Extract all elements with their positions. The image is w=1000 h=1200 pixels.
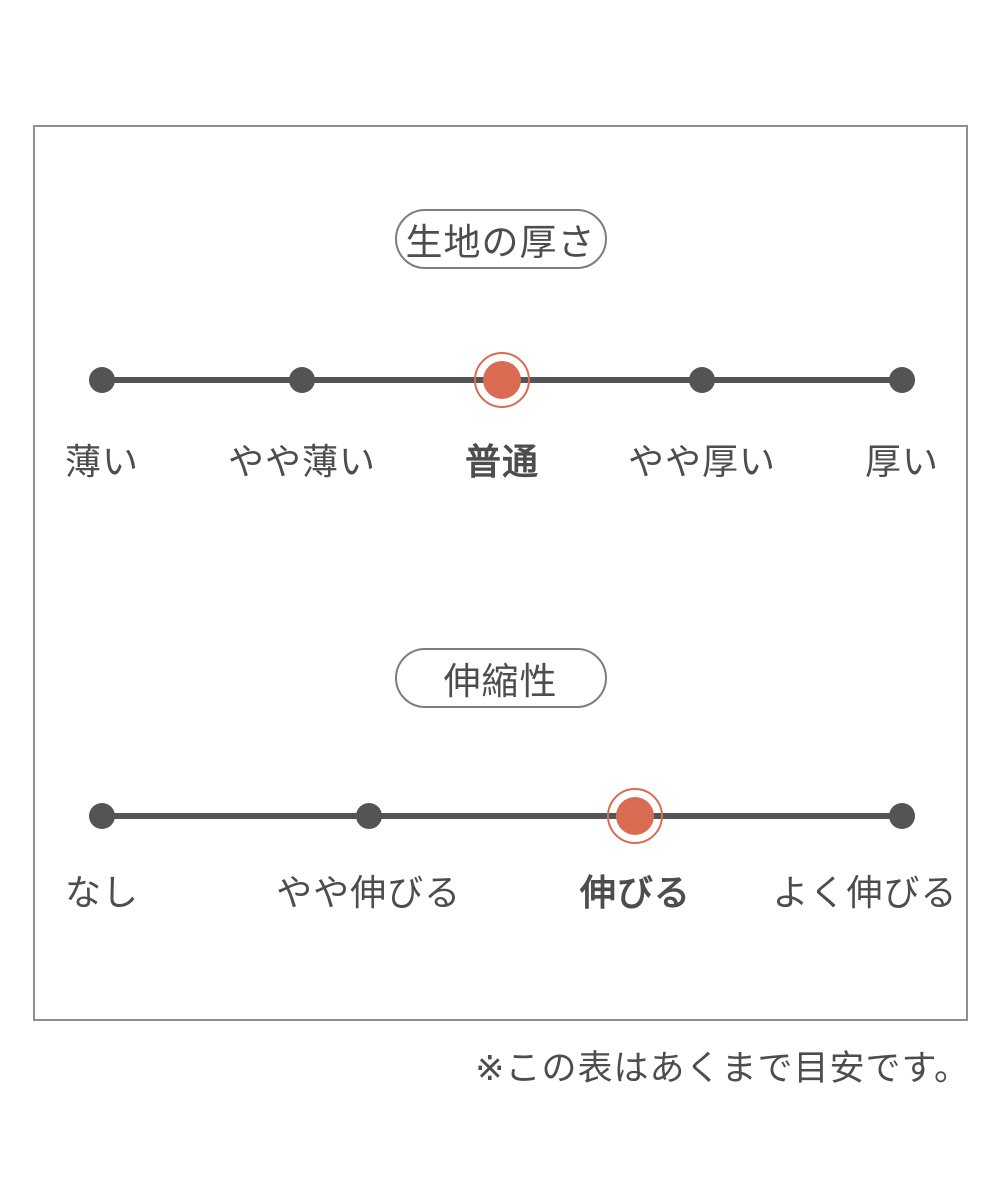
stretch-title: 伸縮性 xyxy=(443,660,558,703)
scale-dot xyxy=(289,367,315,393)
selected-marker-ring xyxy=(607,788,664,844)
scale-option-label: やや薄い xyxy=(227,442,377,483)
scale-dot xyxy=(89,367,115,393)
scale-dot xyxy=(89,803,115,829)
scale-dot xyxy=(355,803,382,829)
stretch-title-pill: 伸縮性 xyxy=(394,648,607,708)
scale-option-label: やや厚い xyxy=(627,442,777,483)
scale-option-label: なし xyxy=(64,873,140,914)
footnote-text: ※この表はあくまで目安です。 xyxy=(475,1049,970,1089)
thickness-title: 生地の厚さ xyxy=(405,221,596,264)
selected-scale-dot xyxy=(483,361,521,399)
scale-option-label: 厚い xyxy=(864,442,940,483)
thickness-title-pill: 生地の厚さ xyxy=(394,209,607,269)
scale-dot xyxy=(889,367,915,393)
scale-option-label: やや伸びる xyxy=(276,873,462,914)
scale-option-label: 薄い xyxy=(64,442,140,483)
scale-line xyxy=(102,813,902,819)
scale-option-label: 普通 xyxy=(464,442,540,483)
scale-dot xyxy=(889,803,915,829)
scale-option-label: よく伸びる xyxy=(772,873,958,914)
scale-dot xyxy=(689,367,715,393)
selected-marker-ring xyxy=(474,352,530,408)
selected-scale-dot xyxy=(616,797,655,835)
info-frame: 生地の厚さ 薄い やや薄い 普通 やや厚い 厚い 伸縮性 なし やや伸びる 伸びる よく伸びる xyxy=(33,125,968,1021)
scale-option-label: 伸びる xyxy=(579,873,691,914)
